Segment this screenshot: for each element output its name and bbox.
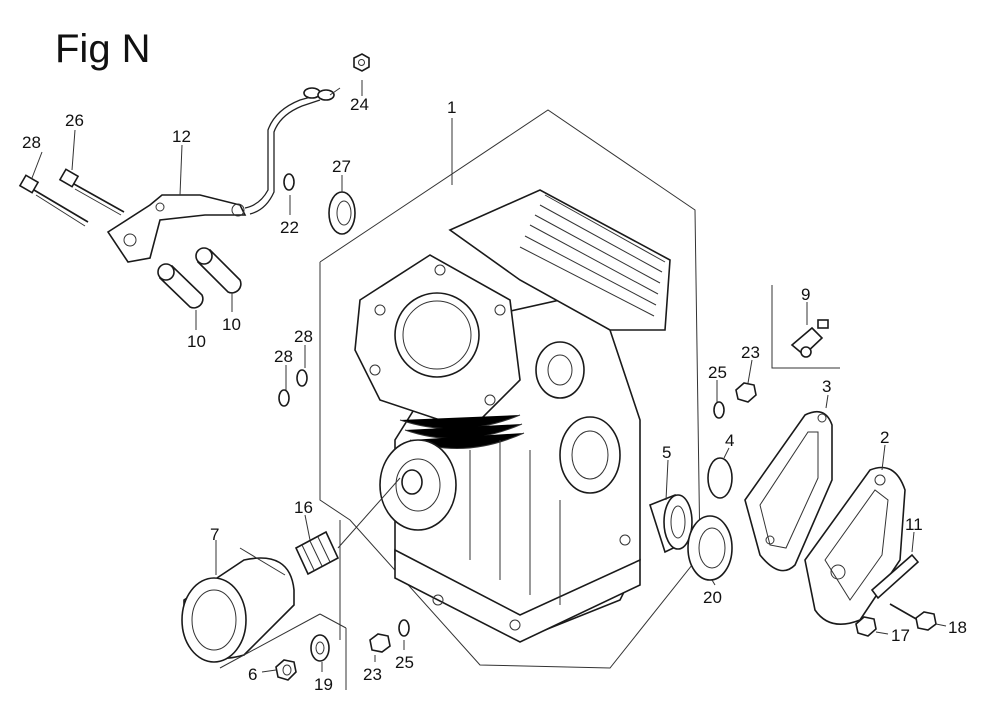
callout-4: 4 — [725, 431, 734, 450]
cylinder-fins — [519, 194, 666, 317]
callout-labels: 1 2 3 4 5 6 7 9 10 10 11 12 16 17 18 19 … — [22, 95, 967, 694]
oil-seal-27 — [328, 191, 356, 235]
callout-20: 20 — [703, 588, 722, 607]
breather-tube — [106, 87, 341, 263]
drain-bolt-6 — [275, 659, 297, 681]
callout-16: 16 — [294, 498, 313, 517]
callout-1: 1 — [447, 98, 456, 117]
dowel-pin-10-right — [195, 247, 242, 294]
callout-17: 17 — [891, 626, 910, 645]
bearing-5 — [649, 493, 693, 554]
callout-5: 5 — [662, 443, 671, 462]
callout-27: 27 — [332, 157, 351, 176]
bolt-23-right — [735, 382, 757, 403]
oil-sensor-9 — [771, 285, 840, 369]
callout-18: 18 — [948, 618, 967, 637]
washer-28-lower — [278, 389, 290, 407]
filter-nipple-16 — [294, 530, 340, 576]
oil-seal-20 — [687, 515, 733, 581]
callout-7: 7 — [210, 525, 219, 544]
callout-10-right: 10 — [222, 315, 241, 334]
washer-19 — [310, 634, 330, 662]
callout-24: 24 — [350, 95, 369, 114]
callout-28-upper: 28 — [294, 327, 313, 346]
callout-12: 12 — [172, 127, 191, 146]
washer-22 — [283, 173, 295, 191]
callout-22: 22 — [280, 218, 299, 237]
pin-11 — [870, 553, 920, 600]
callout-25-bottom: 25 — [395, 653, 414, 672]
callout-6: 6 — [248, 665, 257, 684]
callout-28-top: 28 — [22, 133, 41, 152]
callout-25-right: 25 — [708, 363, 727, 382]
oil-filter — [181, 547, 295, 663]
callout-23-bottom: 23 — [363, 665, 382, 684]
callout-10-left: 10 — [187, 332, 206, 351]
bolt-17 — [855, 616, 877, 637]
bolt-28-upper — [18, 174, 89, 227]
callout-9: 9 — [801, 285, 810, 304]
callout-19: 19 — [314, 675, 333, 694]
callout-26: 26 — [65, 111, 84, 130]
bolt-26 — [58, 168, 125, 216]
o-ring-4 — [707, 457, 733, 499]
leader-lines — [31, 80, 947, 673]
callout-23-right: 23 — [741, 343, 760, 362]
bolt-23-bottom — [369, 633, 391, 653]
washer-25-right — [713, 401, 725, 419]
callout-3: 3 — [822, 377, 831, 396]
gasket-3 — [744, 410, 833, 572]
figure-title: Fig N — [55, 27, 151, 71]
cylinder-fins-lower — [399, 414, 525, 449]
crankcase — [354, 189, 671, 643]
assembly-boundary — [319, 109, 701, 669]
callout-28-lower: 28 — [274, 347, 293, 366]
callout-11: 11 — [905, 515, 923, 534]
dowel-pin-10-left — [157, 263, 204, 309]
washer-28-upper — [296, 369, 308, 387]
washer-25-bottom — [398, 619, 410, 637]
callout-2: 2 — [880, 428, 889, 447]
nut-24 — [353, 53, 370, 72]
